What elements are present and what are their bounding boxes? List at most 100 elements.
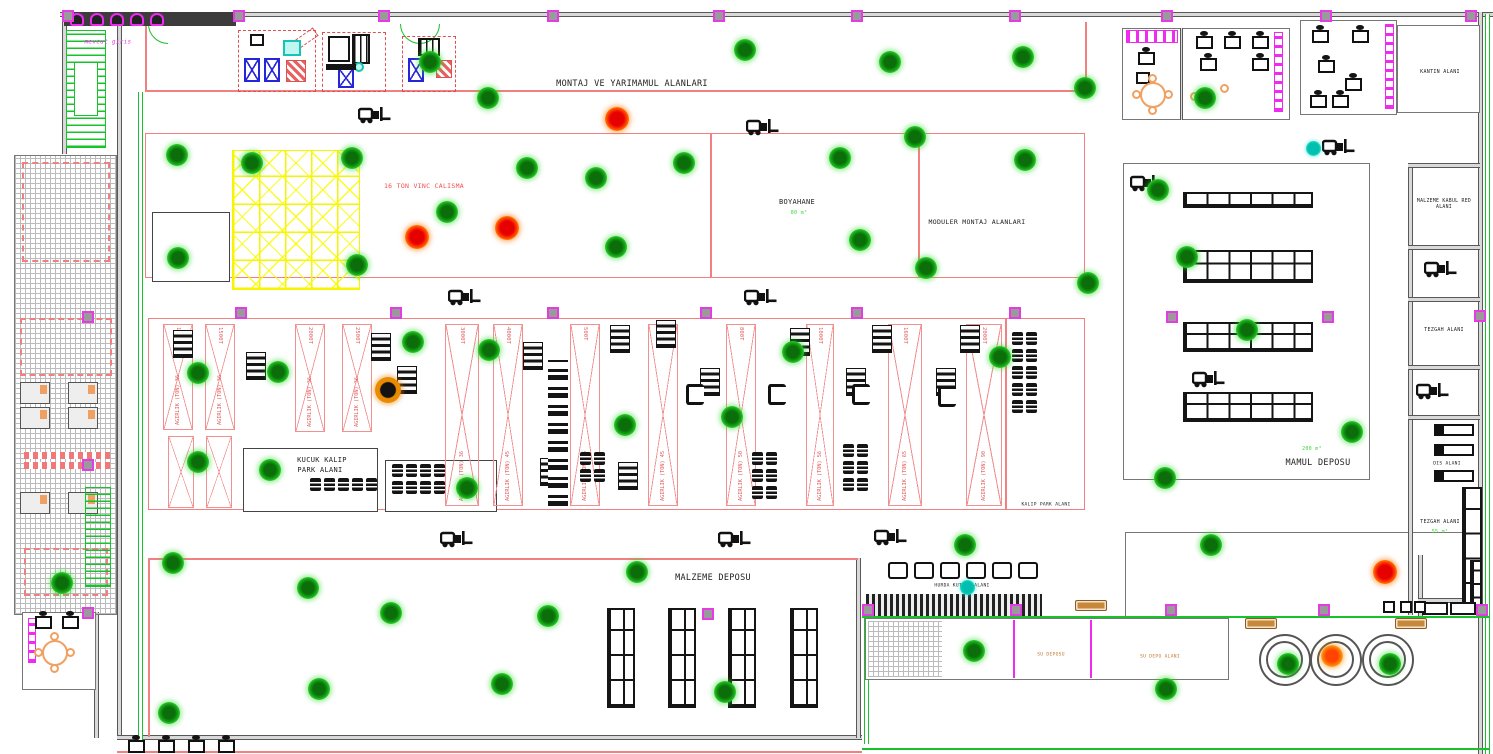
column-pillar: [547, 10, 559, 22]
green-perimeter-line: [1485, 14, 1490, 754]
status-dot-green[interactable]: [380, 602, 402, 624]
status-dot-green[interactable]: [477, 87, 499, 109]
status-dot-green[interactable]: [614, 414, 636, 436]
status-dot-green[interactable]: [456, 477, 478, 499]
machine-cluster: [402, 36, 456, 92]
status-dot-alarm[interactable]: [375, 377, 401, 403]
column-pillar: [1161, 10, 1173, 22]
status-dot-green[interactable]: [259, 459, 281, 481]
status-dot-green[interactable]: [478, 339, 500, 361]
status-dot-orange[interactable]: [1321, 645, 1343, 667]
status-dot-green[interactable]: [1147, 179, 1169, 201]
status-dot-green[interactable]: [167, 247, 189, 269]
status-dot-green[interactable]: [241, 152, 263, 174]
status-dot-green[interactable]: [1194, 87, 1216, 109]
status-dot-green[interactable]: [1077, 272, 1099, 294]
status-dot-green[interactable]: [187, 362, 209, 384]
status-dot-green[interactable]: [963, 640, 985, 662]
status-dot-green[interactable]: [849, 229, 871, 251]
status-dot-green[interactable]: [346, 254, 368, 276]
status-dot-green[interactable]: [158, 702, 180, 724]
press-machine-icon: [246, 352, 266, 380]
forklift-icon: [743, 286, 778, 311]
status-dot-green[interactable]: [187, 451, 209, 473]
status-dot-green[interactable]: [1236, 319, 1258, 341]
status-dot-red[interactable]: [495, 216, 519, 240]
status-dot-green[interactable]: [829, 147, 851, 169]
status-dot-green[interactable]: [1200, 534, 1222, 556]
status-dot-green[interactable]: [626, 561, 648, 583]
status-dot-green[interactable]: [297, 577, 319, 599]
office-desk: [1224, 31, 1241, 49]
column-pillar: [1165, 604, 1177, 616]
status-dot-green[interactable]: [721, 406, 743, 428]
status-dot-green[interactable]: [402, 331, 424, 353]
status-dot-green[interactable]: [51, 572, 73, 594]
status-dot-green[interactable]: [1277, 653, 1299, 675]
wall: [1180, 28, 1183, 120]
forklift-icon: [873, 526, 908, 551]
status-dot-red[interactable]: [605, 107, 629, 131]
status-dot-green[interactable]: [1012, 46, 1034, 68]
press-bay-weight-label: AGIRLIK (TON) 90: [981, 451, 987, 501]
status-dot-green[interactable]: [1014, 149, 1036, 171]
status-dot-green[interactable]: [605, 236, 627, 258]
press-bay-weight-label: AGIRLIK (TON) 45: [505, 451, 511, 501]
machine-cluster: [322, 32, 386, 92]
storage-rack: [1183, 392, 1313, 422]
press-bay: 650TAGIRLIK (TON) 45: [648, 324, 678, 506]
status-dot-green[interactable]: [1341, 421, 1363, 443]
zone-border: [148, 558, 858, 560]
status-dot-green[interactable]: [419, 51, 441, 73]
status-dot-green[interactable]: [734, 39, 756, 61]
status-dot-green[interactable]: [879, 51, 901, 73]
red-bottom-line: [117, 751, 862, 753]
die-mold-icon: [843, 478, 854, 491]
status-dot-green[interactable]: [1154, 467, 1176, 489]
mat-area: [20, 318, 112, 376]
status-dot-green[interactable]: [162, 552, 184, 574]
status-dot-green[interactable]: [1155, 678, 1177, 700]
status-dot-green[interactable]: [673, 152, 695, 174]
press-machine-icon: [656, 320, 676, 348]
truck-icon: [1434, 444, 1474, 456]
green-wall-line: [138, 92, 143, 750]
status-dot-cyan[interactable]: [960, 580, 975, 595]
area-size-tezgah2: 55 m²: [1431, 529, 1449, 535]
status-dot-green[interactable]: [341, 147, 363, 169]
scrap-box: [966, 562, 986, 579]
status-dot-green[interactable]: [954, 534, 976, 556]
die-mold-icon: [406, 481, 417, 494]
status-dot-green[interactable]: [904, 126, 926, 148]
status-dot-cyan[interactable]: [1306, 141, 1321, 156]
status-dot-green[interactable]: [915, 257, 937, 279]
die-mold-icon: [857, 461, 868, 474]
press-machine-icon: [371, 333, 391, 361]
status-dot-green[interactable]: [1176, 246, 1198, 268]
status-dot-green[interactable]: [782, 341, 804, 363]
status-dot-green[interactable]: [989, 346, 1011, 368]
press-bay-tonnage: 4000T: [505, 327, 511, 344]
area-size-mamul: 200 m²: [1302, 446, 1322, 452]
status-dot-green[interactable]: [491, 673, 513, 695]
status-dot-green[interactable]: [436, 201, 458, 223]
status-dot-green[interactable]: [714, 681, 736, 703]
status-dot-red[interactable]: [1373, 560, 1397, 584]
status-dot-red[interactable]: [405, 225, 429, 249]
status-dot-green[interactable]: [585, 167, 607, 189]
round-table: [42, 640, 68, 666]
status-dot-green[interactable]: [537, 605, 559, 627]
status-dot-green[interactable]: [516, 157, 538, 179]
area-label-malzeme: MALZEME DEPOSU: [675, 573, 751, 583]
status-dot-green[interactable]: [267, 361, 289, 383]
column-pillar: [1320, 10, 1332, 22]
door-arc: [148, 24, 168, 44]
office-desk: [128, 735, 145, 753]
status-dot-green[interactable]: [166, 144, 188, 166]
status-dot-green[interactable]: [1074, 77, 1096, 99]
status-dot-green[interactable]: [1379, 653, 1401, 675]
chair: [34, 648, 43, 657]
status-dot-green[interactable]: [308, 678, 330, 700]
press-machine-icon: [960, 325, 980, 353]
counter: [1126, 30, 1178, 43]
